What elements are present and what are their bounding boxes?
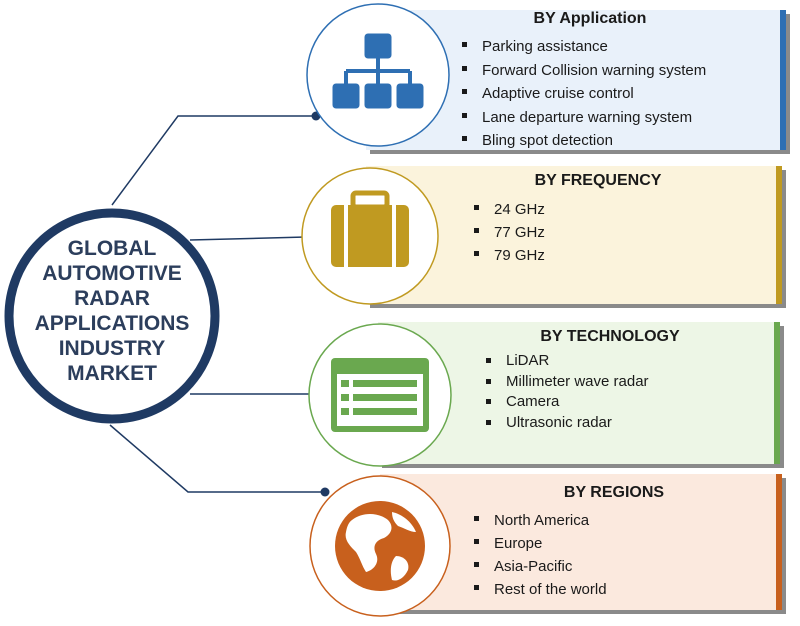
segment-title-application: BY Application (533, 10, 647, 27)
panel-background (366, 166, 782, 304)
panel-background (366, 10, 786, 150)
list-window-icon (331, 358, 429, 432)
panel-accent (776, 474, 782, 610)
briefcase-icon (331, 190, 409, 267)
market-title-line: RADAR (74, 287, 150, 310)
connectors (109, 111, 330, 497)
market-title-line: APPLICATIONS (34, 312, 190, 335)
panel-regions (309, 474, 786, 617)
segment-title-frequency: BY FREQUENCY (534, 172, 662, 189)
globe-icon (335, 501, 425, 591)
list-item: Rest of the world (472, 578, 607, 601)
segment-title-regions: BY REGIONS (563, 484, 665, 501)
market-title-line: GLOBAL (67, 237, 157, 260)
market-title: GLOBAL AUTOMOTIVE RADAR APPLICATIONS IND… (22, 236, 202, 386)
connector-frequency (189, 236, 307, 241)
panel-application (306, 3, 790, 154)
segment-list-technology: LiDAR Millimeter wave radar Camera Ultra… (484, 351, 649, 433)
panel-background (378, 322, 780, 464)
segment-list-frequency: 24 GHz 77 GHz 79 GHz (472, 198, 545, 267)
list-item: Forward Collision warning system (460, 59, 706, 83)
segment-list-application: Parking assistance Forward Collision war… (460, 35, 706, 153)
panel-background (380, 474, 782, 610)
connector-dot (320, 487, 330, 497)
market-title-line: MARKET (67, 362, 157, 385)
panel-accent (776, 166, 782, 304)
list-item: Millimeter wave radar (484, 372, 649, 393)
list-item: 24 GHz (472, 198, 545, 221)
panel-accent (774, 322, 780, 464)
center-ring (4, 208, 220, 424)
panel-accent (780, 10, 786, 150)
list-item: LiDAR (484, 351, 649, 372)
list-item: 79 GHz (472, 244, 545, 267)
center-hub (4, 208, 220, 424)
market-title-line: AUTOMOTIVE (42, 262, 182, 285)
list-item: 77 GHz (472, 221, 545, 244)
panel-technology (308, 322, 784, 468)
list-item: North America (472, 509, 607, 532)
connector-regions (109, 424, 325, 493)
list-item: Asia-Pacific (472, 555, 607, 578)
segment-list-regions: North America Europe Asia-Pacific Rest o… (472, 509, 607, 601)
hierarchy-icon (332, 33, 424, 109)
segment-title-technology: BY TECHNOLOGY (540, 328, 680, 345)
panel-frequency (301, 166, 786, 308)
list-item: Europe (472, 532, 607, 555)
market-title-line: INDUSTRY (58, 337, 166, 360)
list-item: Camera (484, 392, 649, 413)
list-item: Parking assistance (460, 35, 706, 59)
list-item: Ultrasonic radar (484, 413, 649, 434)
connector-application (111, 115, 316, 206)
list-item: Lane departure warning system (460, 106, 706, 130)
list-item: Bling spot detection (460, 129, 706, 153)
list-item: Adaptive cruise control (460, 82, 706, 106)
